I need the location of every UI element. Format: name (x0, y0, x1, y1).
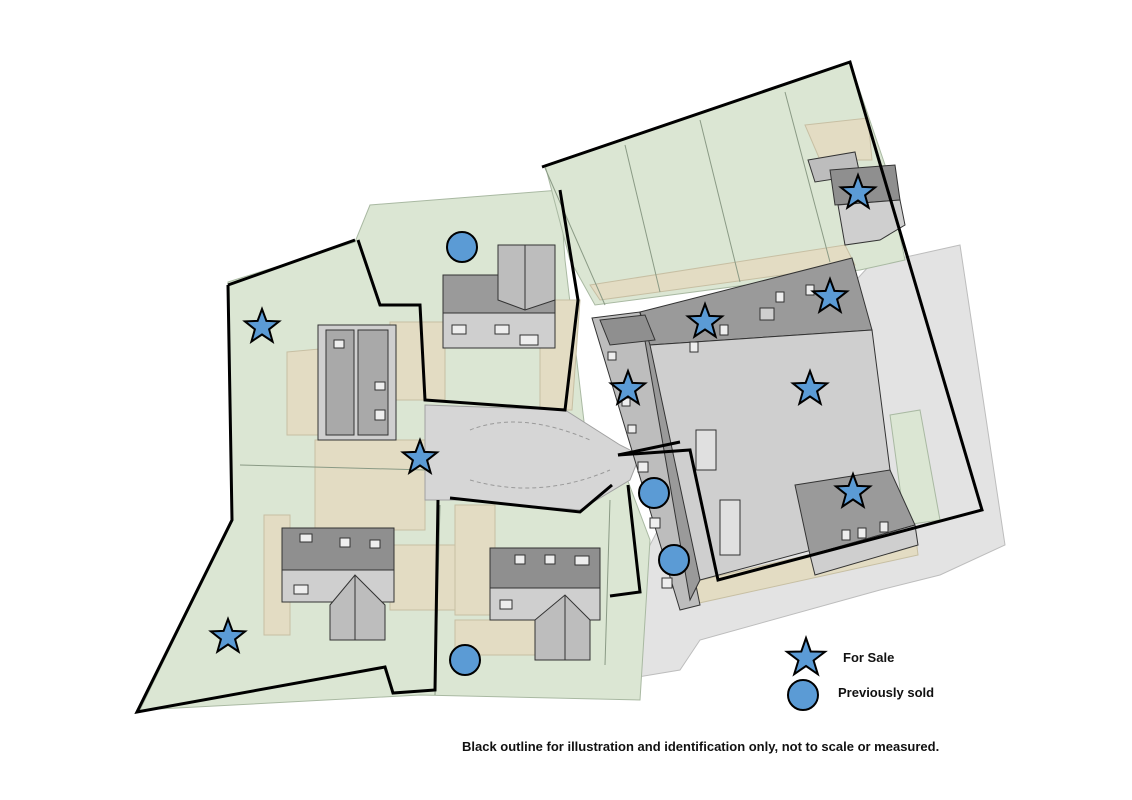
plot-markers (208, 172, 878, 676)
road-marking (469, 421, 591, 441)
boundary-south-plot (609, 484, 642, 598)
for-sale-star-marker (242, 306, 282, 344)
legend-previously-sold-label: Previously sold (838, 685, 935, 700)
for-sale-star-marker (838, 172, 878, 210)
legend (784, 634, 828, 711)
driveway (389, 321, 446, 401)
patio (804, 117, 873, 161)
for-sale-star-marker (810, 276, 850, 314)
north-east-outbuilding (807, 151, 906, 246)
house-south-west (281, 527, 395, 641)
for-sale-star-marker (608, 368, 648, 406)
previously-sold-circle-marker (638, 477, 670, 509)
for-sale-star-marker (208, 616, 248, 654)
driveway (454, 504, 496, 616)
boundary-south-plot (449, 483, 613, 514)
for-sale-star-marker (400, 437, 440, 475)
boundary-west-plot (134, 284, 440, 715)
house-south (489, 547, 601, 661)
star-icon (784, 634, 828, 677)
boundary-main-building (541, 60, 984, 582)
boundary-main-building (617, 440, 681, 457)
plot-boundaries (134, 60, 984, 715)
previously-sold-circle-marker (446, 231, 478, 263)
disclaimer-note: Black outline for illustration and ident… (462, 739, 940, 754)
boundary-west-plot (227, 238, 356, 287)
house-west (317, 324, 397, 441)
circle-icon (787, 679, 819, 711)
previously-sold-circle-marker (449, 644, 481, 676)
patio (589, 244, 856, 301)
driveway (389, 544, 456, 611)
for-sale-star-marker (685, 301, 725, 339)
for-sale-star-marker (790, 368, 830, 406)
for-sale-star-marker (833, 471, 873, 509)
boundary-north-plot (356, 189, 580, 412)
legend-for-sale-label: For Sale (843, 650, 895, 665)
house-north (442, 244, 556, 349)
road-marking (469, 469, 611, 489)
previously-sold-circle-marker (658, 544, 690, 576)
